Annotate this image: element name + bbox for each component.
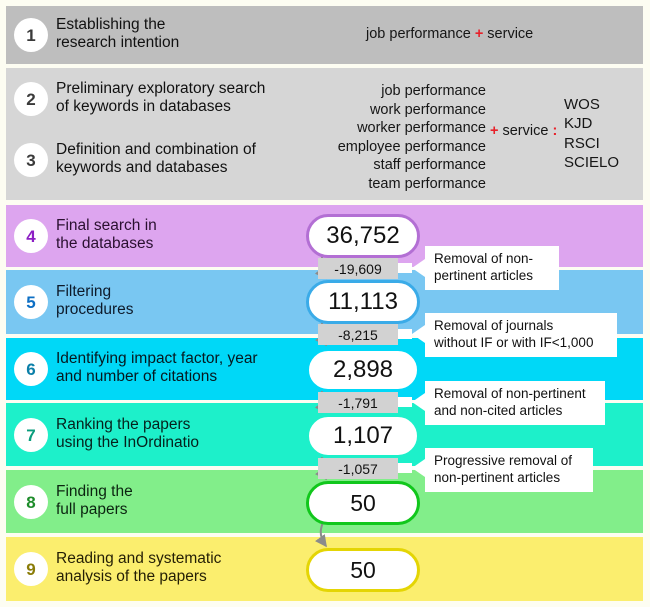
callout-pointer-stem: [398, 463, 412, 473]
step-label-2: Preliminary exploratory search of keywor…: [56, 80, 266, 115]
database-item: SCIELO: [564, 154, 620, 172]
count-capsule: 1,107: [306, 414, 420, 458]
count-value: 1,107: [332, 422, 394, 449]
step-label-4: Final search in the databases: [56, 217, 157, 252]
step-label-5: Filtering procedures: [56, 283, 134, 318]
query-prefix: job performance: [366, 26, 475, 42]
step-number-badge-9: 9: [14, 552, 48, 586]
count-capsule: 11,113: [306, 280, 420, 324]
service-combiner-text: + service :: [490, 123, 557, 139]
step-label-6: Identifying impact factor, year and numb…: [56, 350, 258, 385]
callout-pointer-arrow-icon: [412, 459, 425, 477]
count-capsule: 50: [306, 481, 420, 525]
reason-callout-text: Progressive removal of non-pertinent art…: [434, 453, 573, 485]
reason-callout: Removal of journals without IF or with I…: [425, 313, 617, 357]
step-number-badge-6: 6: [14, 352, 48, 386]
step-band-1: 1 Establishing the research intention jo…: [6, 6, 643, 64]
step-label-9: Reading and systematic analysis of the p…: [56, 550, 222, 585]
step-number-9: 9: [26, 559, 36, 579]
step-number-badge-5: 5: [14, 285, 48, 319]
removed-count-box: -19,609: [318, 258, 398, 279]
step-label-3: Definition and combination of keywords a…: [56, 141, 256, 176]
reason-callout: Removal of non-pertinent and non-cited a…: [425, 381, 605, 425]
removed-count-box: -1,791: [318, 392, 398, 413]
step-number-badge-2: 2: [14, 82, 48, 116]
service-word: service: [498, 123, 553, 139]
removed-count-box: -8,215: [318, 324, 398, 345]
removed-count-value: -1,791: [338, 394, 378, 411]
removed-count-value: -19,609: [334, 260, 382, 277]
service-colon-symbol: :: [552, 123, 558, 139]
callout-pointer-stem: [398, 397, 412, 407]
database-item: RSCI: [564, 134, 600, 152]
count-value: 11,113: [328, 288, 398, 315]
reason-callout-text: Removal of non-pertinent and non-cited a…: [434, 386, 586, 418]
count-value: 2,898: [332, 356, 394, 383]
query-plus-symbol: +: [474, 26, 484, 42]
keyword-list: job performance work performance worker pe…: [286, 82, 486, 194]
step-number-badge-4: 4: [14, 219, 48, 253]
step-number-1: 1: [26, 25, 36, 45]
count-value: 50: [350, 556, 376, 583]
count-capsule: 36,752: [306, 214, 420, 258]
keyword-item: work performance: [369, 101, 486, 118]
step-number-8: 8: [26, 492, 36, 512]
reason-callout: Progressive removal of non-pertinent art…: [425, 448, 593, 492]
query-suffix: service: [483, 26, 534, 42]
callout-pointer-arrow-icon: [412, 325, 425, 343]
removed-count-box: -1,057: [318, 458, 398, 479]
keyword-item: team performance: [368, 175, 486, 192]
step-number-5: 5: [26, 292, 36, 312]
step-label-7: Ranking the papers using the InOrdinatio: [56, 416, 200, 451]
count-value: 36,752: [326, 222, 400, 249]
count-value: 50: [350, 489, 376, 516]
reason-callout-text: Removal of non- pertinent articles: [434, 251, 534, 283]
count-capsule: 50: [306, 548, 420, 592]
step-number-7: 7: [26, 425, 36, 445]
reason-callout-text: Removal of journals without IF or with I…: [434, 318, 594, 350]
step-label-1: Establishing the research intention: [56, 16, 180, 51]
callout-pointer-stem: [398, 329, 412, 339]
step-number-4: 4: [26, 226, 36, 246]
research-query-text: job performance + service: [366, 26, 533, 42]
keyword-item: staff performance: [373, 157, 486, 174]
count-capsule: 2,898: [306, 348, 420, 392]
database-item: WOS: [564, 96, 600, 113]
step-number-3: 3: [26, 150, 36, 170]
keyword-item: worker performance: [357, 120, 486, 137]
step-number-2: 2: [26, 89, 36, 109]
callout-pointer-arrow-icon: [412, 393, 425, 411]
step-number-badge-8: 8: [14, 485, 48, 519]
reason-callout: Removal of non- pertinent articles: [425, 246, 559, 290]
step-band-2-3: 2 Preliminary exploratory search of keyw…: [6, 68, 643, 200]
step-number-badge-1: 1: [14, 18, 48, 52]
step-label-8: Finding the full papers: [56, 483, 133, 518]
keyword-item: employee performance: [337, 138, 486, 155]
step-number-badge-3: 3: [14, 143, 48, 177]
step-number-badge-7: 7: [14, 418, 48, 452]
database-item: KJD: [564, 115, 593, 133]
callout-pointer-arrow-icon: [412, 259, 425, 277]
service-plus-symbol: +: [490, 123, 499, 139]
callout-pointer-stem: [398, 263, 412, 273]
keyword-item: job performance: [381, 83, 486, 99]
removed-count-value: -1,057: [338, 460, 378, 477]
removed-count-value: -8,215: [338, 326, 378, 343]
step-number-6: 6: [26, 359, 36, 379]
